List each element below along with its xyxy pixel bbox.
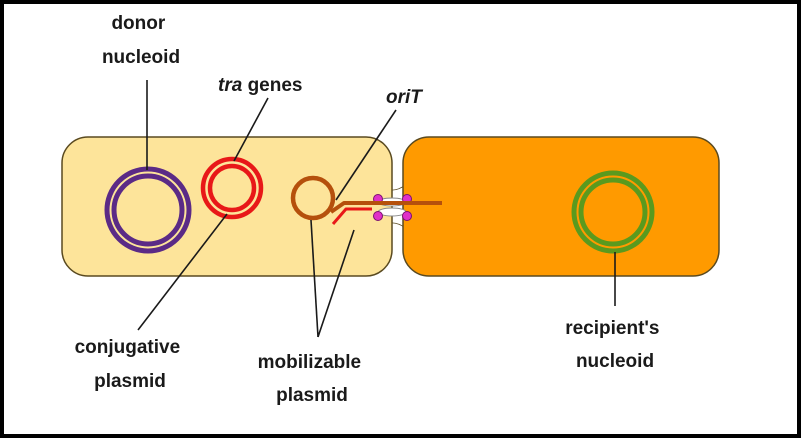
label-mobilizable-plasmid: mobilizable plasmid bbox=[258, 352, 367, 406]
label-recipient-nucleoid: recipient's nucleoid bbox=[565, 318, 665, 372]
leader-conjugative bbox=[137, 213, 228, 331]
leader-tra bbox=[233, 97, 269, 162]
pilus-dot bbox=[373, 211, 383, 221]
label-donor-nucleoid: donor nucleoid bbox=[102, 13, 180, 68]
label-orit: oriT bbox=[386, 87, 423, 108]
donor-nucleoid bbox=[104, 166, 192, 254]
recipient-cell bbox=[402, 136, 720, 277]
leader-orit bbox=[335, 109, 397, 201]
leader-mobilizable-b bbox=[317, 229, 355, 338]
conjugative-plasmid bbox=[200, 156, 264, 220]
leader-lines bbox=[137, 80, 616, 338]
label-conjugative-plasmid: conjugative plasmid bbox=[75, 337, 186, 392]
mobilizable-plasmid bbox=[290, 175, 442, 225]
pilus-dot bbox=[402, 211, 412, 221]
leader-mobilizable-a bbox=[310, 219, 319, 338]
label-tra-genes: tra genes bbox=[218, 75, 303, 96]
recipient-nucleoid bbox=[571, 170, 655, 254]
